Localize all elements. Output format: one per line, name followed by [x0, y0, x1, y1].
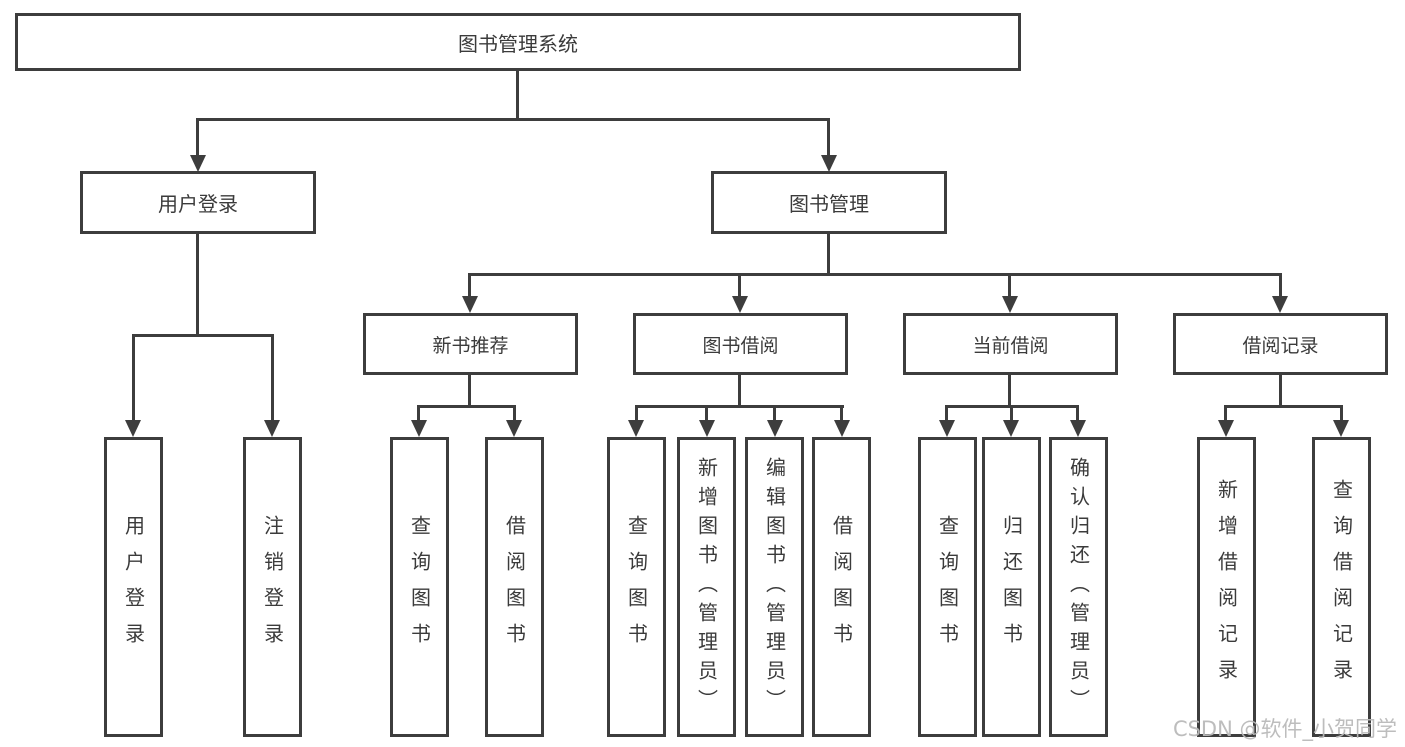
- arrowhead-down-icon: [628, 420, 644, 437]
- connector-line: [773, 405, 776, 423]
- leaf-borrow-books-recommend-label: 借阅图书: [502, 515, 527, 659]
- arrowhead-down-icon: [821, 155, 837, 172]
- arrowhead-down-icon: [506, 420, 522, 437]
- connector-line: [635, 405, 844, 408]
- connector-line: [827, 118, 830, 158]
- leaf-query-books-borrowing-label: 查询图书: [624, 515, 649, 659]
- leaf-user-login: 用户登录: [104, 437, 163, 737]
- connector-line: [1010, 405, 1013, 423]
- leaf-return-book-label: 归还图书: [999, 515, 1024, 659]
- arrowhead-down-icon: [732, 296, 748, 313]
- connector-line: [132, 334, 274, 337]
- leaf-borrow-books-borrowing: 借阅图书: [812, 437, 871, 737]
- connector-line: [945, 405, 948, 423]
- leaf-confirm-return-admin-label: 确认归还（管理员）: [1066, 456, 1091, 718]
- node-borrowing-records: 借阅记录: [1173, 313, 1388, 375]
- arrowhead-down-icon: [190, 155, 206, 172]
- leaf-add-book-admin: 新增图书（管理员）: [677, 437, 736, 737]
- leaf-borrow-books-borrowing-label: 借阅图书: [829, 515, 854, 659]
- connector-line: [635, 405, 638, 423]
- leaf-query-borrow-record-label: 查询借阅记录: [1329, 479, 1354, 695]
- leaf-query-books-recommend-label: 查询图书: [407, 515, 432, 659]
- connector-line: [1279, 375, 1282, 408]
- leaf-query-books-borrowing: 查询图书: [607, 437, 666, 737]
- leaf-add-borrow-record: 新增借阅记录: [1197, 437, 1256, 737]
- leaf-add-borrow-record-label: 新增借阅记录: [1214, 479, 1239, 695]
- connector-line: [468, 375, 471, 408]
- leaf-confirm-return-admin: 确认归还（管理员）: [1049, 437, 1108, 737]
- leaf-query-borrow-record: 查询借阅记录: [1312, 437, 1371, 737]
- connector-line: [1076, 405, 1079, 423]
- csdn-watermark: CSDN @软件_小贺同学: [1172, 717, 1397, 741]
- connector-line: [417, 405, 420, 423]
- connector-line: [196, 234, 199, 337]
- connector-line: [1224, 405, 1343, 408]
- connector-line: [1279, 273, 1282, 299]
- connector-line: [1008, 375, 1011, 408]
- node-current-borrowing: 当前借阅: [903, 313, 1118, 375]
- node-book-borrowing: 图书借阅: [633, 313, 848, 375]
- leaf-borrow-books-recommend: 借阅图书: [485, 437, 544, 737]
- arrowhead-down-icon: [1070, 420, 1086, 437]
- arrowhead-down-icon: [125, 420, 141, 437]
- arrowhead-down-icon: [834, 420, 850, 437]
- leaf-return-book: 归还图书: [982, 437, 1041, 737]
- arrowhead-down-icon: [1218, 420, 1234, 437]
- arrowhead-down-icon: [264, 420, 280, 437]
- connector-line: [513, 405, 516, 423]
- leaf-query-books-current: 查询图书: [918, 437, 977, 737]
- node-user-login: 用户登录: [80, 171, 316, 234]
- connector-line: [516, 71, 519, 120]
- arrowhead-down-icon: [411, 420, 427, 437]
- connector-line: [132, 334, 135, 422]
- arrowhead-down-icon: [1002, 296, 1018, 313]
- connector-line: [1224, 405, 1227, 423]
- connector-line: [1008, 273, 1011, 299]
- connector-line: [1340, 405, 1343, 423]
- connector-line: [196, 118, 830, 121]
- leaf-query-books-current-label: 查询图书: [935, 515, 960, 659]
- leaf-logout-label: 注销登录: [260, 515, 285, 659]
- leaf-edit-book-admin: 编辑图书（管理员）: [745, 437, 804, 737]
- leaf-add-book-admin-label: 新增图书（管理员）: [694, 456, 719, 718]
- arrowhead-down-icon: [699, 420, 715, 437]
- connector-line: [196, 118, 199, 158]
- connector-line: [738, 273, 741, 299]
- arrowhead-down-icon: [1272, 296, 1288, 313]
- arrowhead-down-icon: [767, 420, 783, 437]
- leaf-edit-book-admin-label: 编辑图书（管理员）: [762, 456, 787, 718]
- leaf-logout: 注销登录: [243, 437, 302, 737]
- connector-line: [468, 273, 1282, 276]
- node-new-book-recommendation: 新书推荐: [363, 313, 578, 375]
- connector-line: [705, 405, 708, 423]
- node-book-management: 图书管理: [711, 171, 947, 234]
- node-library-system: 图书管理系统: [15, 13, 1021, 71]
- connector-line: [468, 273, 471, 299]
- leaf-user-login-label: 用户登录: [121, 515, 146, 659]
- connector-line: [271, 334, 274, 422]
- connector-line: [827, 234, 830, 276]
- leaf-query-books-recommend: 查询图书: [390, 437, 449, 737]
- arrowhead-down-icon: [1333, 420, 1349, 437]
- connector-line: [417, 405, 516, 408]
- arrowhead-down-icon: [939, 420, 955, 437]
- connector-line: [840, 405, 843, 423]
- arrowhead-down-icon: [1003, 420, 1019, 437]
- connector-line: [738, 375, 741, 408]
- arrowhead-down-icon: [462, 296, 478, 313]
